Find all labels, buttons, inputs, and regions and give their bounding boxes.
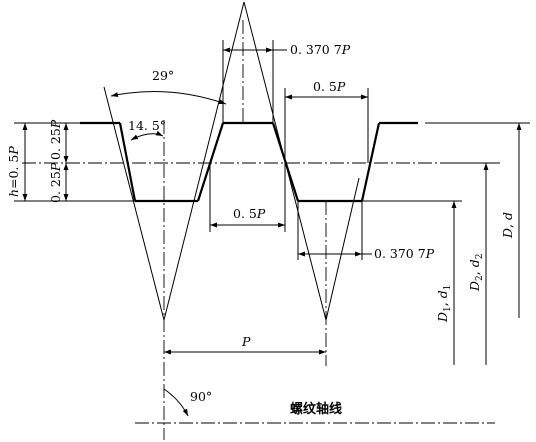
label-d: D, d — [500, 212, 515, 239]
label-top-0-3707p: 0. 370 7P — [290, 42, 351, 57]
label-mid-0-5p: 0. 5P — [233, 206, 266, 221]
label-angle-29: 29° — [152, 68, 174, 83]
angle-arcs — [110, 91, 227, 417]
label-top-0-5p: 0. 5P — [313, 79, 346, 94]
arc-14-5 — [130, 130, 164, 141]
label-0-25p-lower: 0. 25P — [48, 162, 63, 203]
label-h-0-5p: h=0. 5P — [6, 146, 21, 197]
arc-90 — [163, 388, 189, 417]
flank-2 — [196, 122, 225, 202]
label-thread-axis: 螺纹轴线 — [290, 401, 342, 417]
flank-1 — [118, 122, 137, 202]
label-d2: D2, d2 — [467, 254, 485, 292]
ext-flank-1 — [103, 86, 165, 321]
flank-4 — [360, 122, 381, 202]
label-angle-90: 90° — [190, 389, 212, 404]
arc-29 — [110, 91, 227, 105]
ext-flank-4 — [325, 177, 360, 321]
label-d1: D1, d1 — [435, 285, 453, 323]
ext-flank-2 — [163, 1, 245, 321]
label-0-25p-upper: 0. 25P — [48, 119, 63, 160]
label-bot-0-3707p: 0. 370 7P — [374, 246, 435, 261]
extension-lines — [14, 40, 530, 260]
label-pitch-p: P — [241, 334, 251, 349]
label-angle-14-5: 14. 5° — [128, 118, 166, 133]
dimension-lines — [22, 47, 522, 365]
thread-profile — [80, 121, 440, 203]
